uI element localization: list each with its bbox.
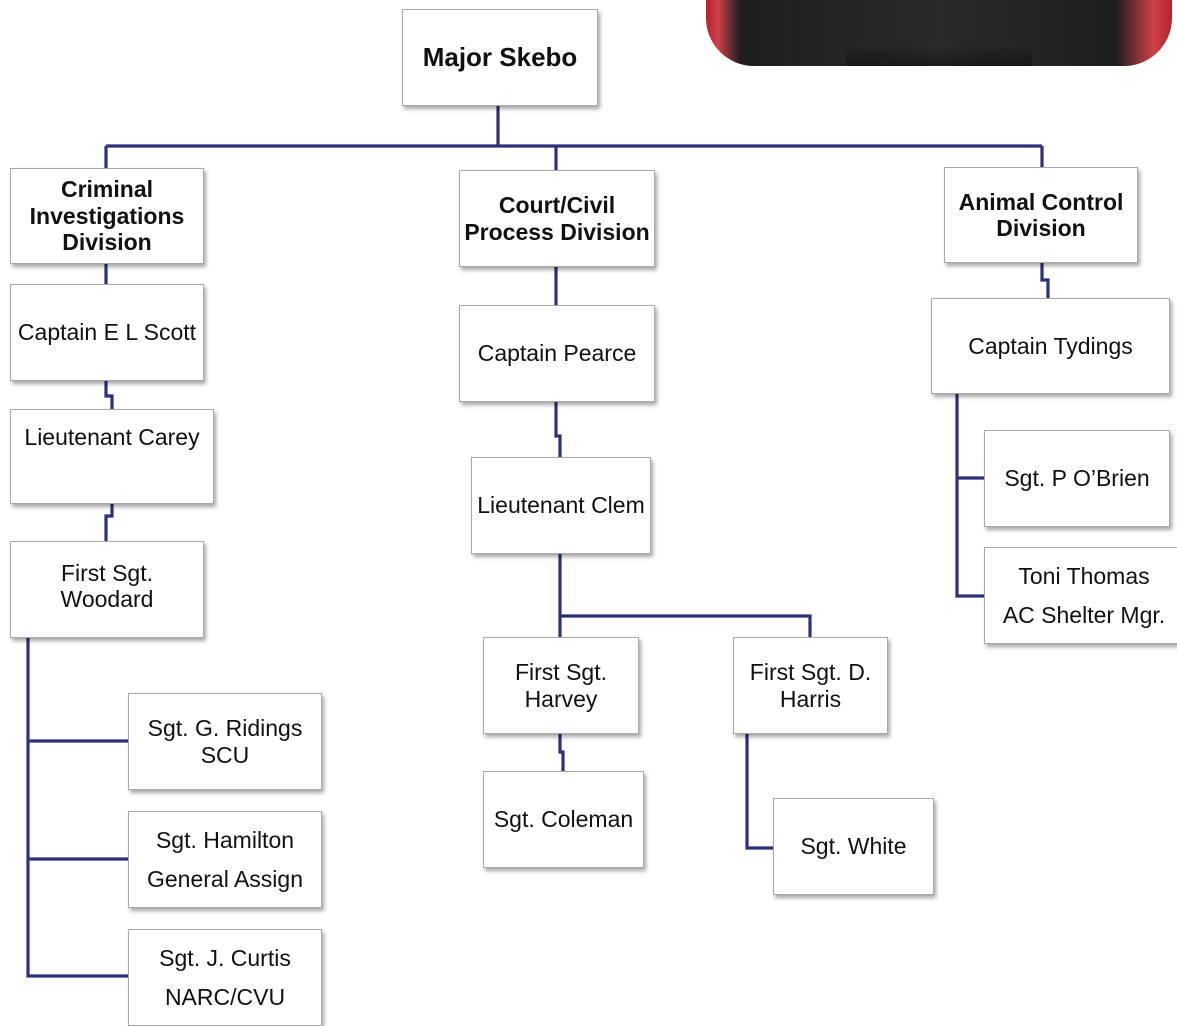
node-lieutenant-carey: Lieutenant Carey xyxy=(10,409,214,504)
node-first-sgt-harvey: First Sgt. Harvey xyxy=(483,637,639,734)
node-sgt-curtis: Sgt. J. Curtis NARC/CVU xyxy=(128,929,322,1026)
node-captain-pearce: Captain Pearce xyxy=(459,305,655,402)
node-label-line: Sgt. White xyxy=(800,833,907,860)
node-label-line: SCU xyxy=(200,741,250,768)
node-label-line: First Sgt. D. xyxy=(749,659,872,686)
node-first-sgt-harris: First Sgt. D. Harris xyxy=(733,637,888,734)
node-label-line: Court/Civil xyxy=(498,192,616,219)
node-label-line: Division xyxy=(62,229,152,256)
node-label-line: General Assign xyxy=(147,865,303,892)
node-sgt-white: Sgt. White xyxy=(773,798,934,895)
node-criminal-investigations-division: Criminal Investigations Division xyxy=(10,168,204,264)
node-label-line: Captain Tydings xyxy=(968,332,1133,359)
connector-criminal-chain xyxy=(104,264,114,541)
node-label-line: Criminal xyxy=(60,176,154,203)
connector-animal-chain xyxy=(1040,263,1050,298)
node-major: Major Skebo xyxy=(402,9,598,106)
connector-court-chain xyxy=(554,267,562,457)
node-sgt-hamilton: Sgt. Hamilton General Assign xyxy=(128,811,322,908)
node-label-line: First Sgt. xyxy=(60,560,153,586)
node-label-line: Sgt. G. Ridings xyxy=(147,715,303,742)
node-label-line: Captain Pearce xyxy=(477,340,637,367)
node-captain-tydings: Captain Tydings xyxy=(931,298,1170,394)
node-sgt-coleman: Sgt. Coleman xyxy=(483,771,644,868)
node-label-line: Sgt. J. Curtis xyxy=(159,945,291,972)
node-sgt-obrien: Sgt. P O’Brien xyxy=(984,430,1170,527)
node-label-line: Investigations xyxy=(29,202,185,229)
node-label-line: NARC/CVU xyxy=(164,983,286,1010)
node-major-label: Major Skebo xyxy=(422,41,578,72)
node-label-line: Captain E L Scott xyxy=(17,319,197,346)
portrait-photo xyxy=(706,0,1172,66)
connector-court-sergeants xyxy=(558,734,773,850)
node-label-line: AC Shelter Mgr. xyxy=(1002,601,1166,628)
node-captain-scott: Captain E L Scott xyxy=(10,284,204,381)
node-label-line: Harris xyxy=(779,685,842,712)
node-label-line: Sgt. P O’Brien xyxy=(1004,465,1150,492)
node-label-line: Harvey xyxy=(524,685,598,712)
node-lieutenant-clem: Lieutenant Clem xyxy=(471,457,651,554)
connector-criminal-sergeants xyxy=(26,638,128,978)
connector-root-to-divisions xyxy=(104,106,1044,170)
node-court-civil-process-division: Court/Civil Process Division xyxy=(459,170,655,267)
node-label-line: Lieutenant Clem xyxy=(477,492,645,519)
node-label-line: First Sgt. xyxy=(514,659,607,686)
node-sgt-ridings: Sgt. G. Ridings SCU xyxy=(128,693,322,790)
node-label-line: Toni Thomas xyxy=(1018,563,1150,590)
node-animal-control-division: Animal Control Division xyxy=(944,167,1138,263)
node-label-line: Sgt. Hamilton xyxy=(155,827,295,854)
node-label-line: Animal Control xyxy=(958,188,1124,215)
connector-court-first-sgts xyxy=(558,554,812,637)
node-label-line: Woodard xyxy=(60,586,154,613)
node-label-line: Process Division xyxy=(464,218,650,245)
node-shelter-manager-thomas: Toni Thomas AC Shelter Mgr. xyxy=(984,547,1177,644)
connector-animal-staff xyxy=(955,394,984,598)
node-first-sgt-woodard: First Sgt. Woodard xyxy=(10,541,204,638)
node-label-line: Division xyxy=(996,215,1086,241)
node-label-line: Lieutenant Carey xyxy=(24,424,200,450)
node-label-line: Sgt. Coleman xyxy=(493,806,634,833)
